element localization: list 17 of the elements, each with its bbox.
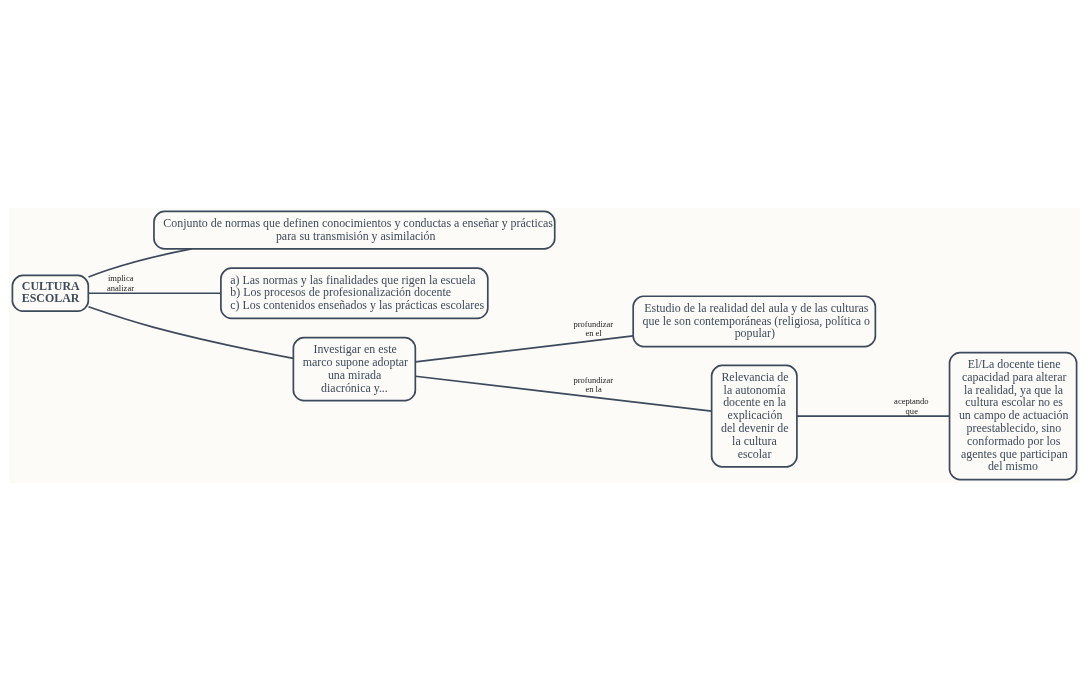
node-box: a) Las normas y las finalidades que rigen la escuela b) Los procesos de profesionalización docente c) Los contenidos enseñados y las prácticas escolares	[220, 267, 489, 320]
edge-label: implica analizar	[107, 273, 135, 293]
node-box: Estudio de la realidad del aula y de las culturas que le son contemporáneas (religiosa, política o popular)	[632, 295, 877, 348]
node-box: Conjunto de normas que definen conocimientos y conductas a enseñar y prácticas para su transmisión y asimilación	[153, 210, 556, 250]
connector	[87, 305, 295, 360]
edge-label: profundizar en el	[573, 318, 614, 338]
node-box: El/La docente tiene capacidad para alterar la realidad, ya que la cultura escolar no es un campo de actuación preestablecido, sino conformado por los agentes que participan del mismo	[948, 351, 1078, 481]
node-box: Relevancia de la autonomía docente en la explicación del devenir de la cultura escolar	[710, 364, 798, 468]
edge-label: aceptando que	[894, 396, 929, 416]
node-box: CULTURA ESCOLAR	[11, 274, 90, 313]
connector	[796, 415, 951, 417]
edge-label: profundizar en la	[573, 374, 614, 395]
connector	[87, 292, 222, 295]
connector	[414, 375, 713, 412]
node-box: Investigar en este marco supone adoptar una mirada diacrónica y...	[292, 336, 417, 402]
connector	[414, 334, 635, 363]
connector	[87, 248, 193, 278]
